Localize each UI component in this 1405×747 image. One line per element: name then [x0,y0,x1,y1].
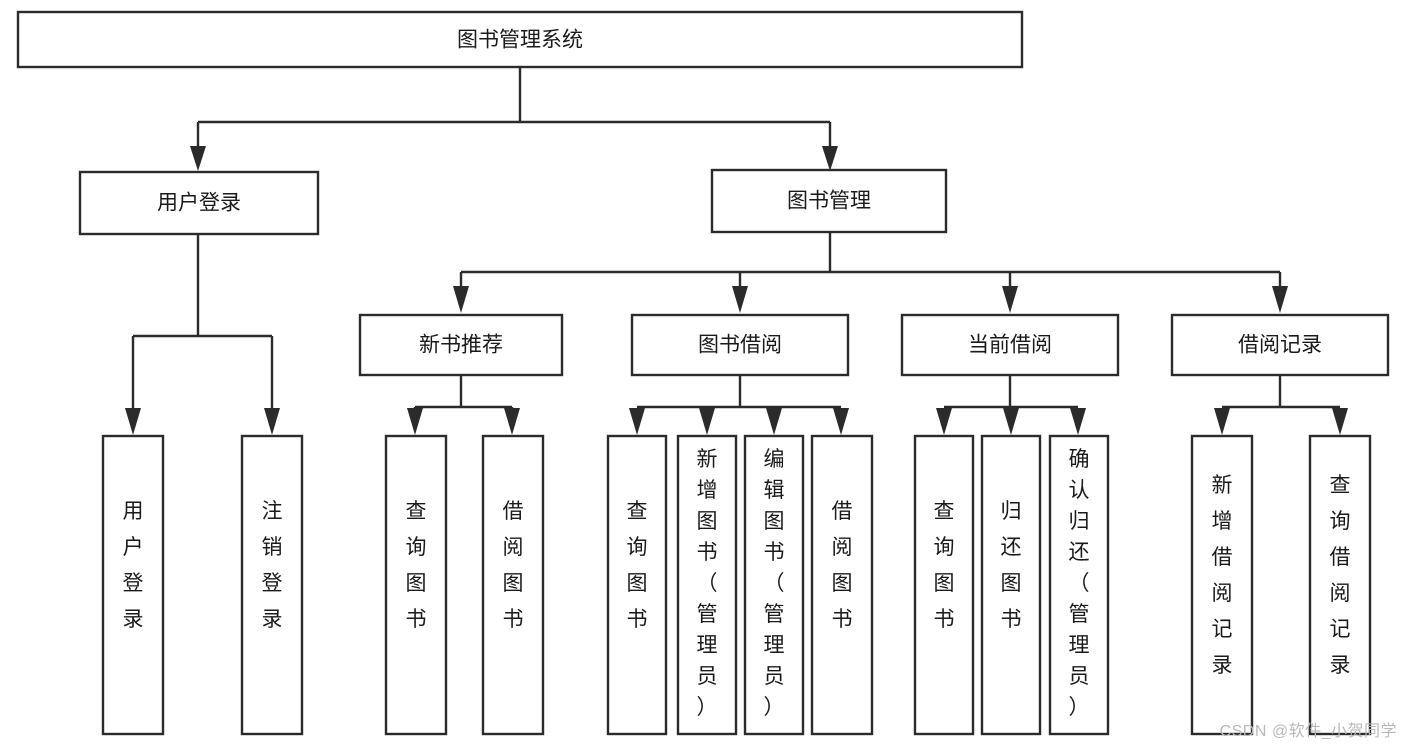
node-borrow-record-box[interactable] [1170,313,1390,377]
node-book-borrow-box[interactable] [630,313,850,377]
arrow-head-current-leaf-1 [936,408,952,435]
leaf-user-login-2[interactable]: 注销登录 [240,434,304,736]
leaf-current-borrow-1-label: 查询图书 [934,500,955,631]
arrow-head-book-manage [822,146,838,171]
leaf-recommend-1-box[interactable] [384,434,448,736]
leaf-user-login-2-label: 注销登录 [262,500,283,631]
leaf-recommend-1-label: 查询图书 [406,500,427,631]
leaf-borrow-record-2-box[interactable] [1308,434,1372,736]
arrow-head-recommend-leaf-2 [504,408,520,435]
leaf-user-login-1-box[interactable] [101,434,165,736]
leaf-borrow-record-1[interactable]: 新增借阅记录 [1190,434,1254,736]
arrow-head-user-login [190,146,206,171]
arrow-head-level3-1 [453,286,469,313]
leaf-book-borrow-1-box[interactable] [606,434,668,736]
leaf-book-borrow-1[interactable]: 查询图书 [606,434,668,736]
node-user-login[interactable]: 用户登录 [78,170,320,236]
arrow-head-current-leaf-2 [1003,408,1019,435]
leaf-user-login-1-label: 用户登录 [123,500,144,631]
leaf-recommend-2-box[interactable] [481,434,545,736]
leaf-user-login-2-box[interactable] [240,434,304,736]
node-new-book-recommend-box[interactable] [358,313,564,377]
node-book-manage-label: 图书管理 [787,190,871,213]
leaf-book-borrow-4-label: 借阅图书 [832,500,853,631]
node-new-book-recommend-label: 新书推荐 [419,334,503,357]
node-root[interactable]: 图书管理系统 [16,10,1024,69]
leaf-current-borrow-2[interactable]: 归还图书 [980,434,1042,736]
node-root-label: 图书管理系统 [457,29,583,52]
leaf-current-borrow-2-box[interactable] [980,434,1042,736]
node-new-book-recommend[interactable]: 新书推荐 [358,313,564,377]
arrow-head-level3-4 [1272,286,1288,313]
leaf-borrow-record-1-label: 新增借阅记录 [1212,474,1233,677]
arrow-head-user-login-leaf-2 [264,408,280,435]
arrow-head-recommend-leaf-1 [407,408,423,435]
leaf-recommend-2[interactable]: 借阅图书 [481,434,545,736]
arrow-head-record-leaf-1 [1214,408,1230,435]
leaf-book-borrow-2-label: 新增图书（管理员） [697,448,718,719]
arrow-head-current-leaf-3 [1070,408,1086,435]
node-book-manage-box[interactable] [710,168,948,234]
node-book-borrow[interactable]: 图书借阅 [630,313,850,377]
node-book-manage[interactable]: 图书管理 [710,168,948,234]
node-borrow-record-label: 借阅记录 [1238,334,1322,357]
leaf-book-borrow-3-box[interactable] [743,434,805,736]
leaf-current-borrow-3[interactable]: 确认归还（管理员） [1048,434,1110,736]
node-root-box[interactable] [16,10,1024,69]
node-borrow-record[interactable]: 借阅记录 [1170,313,1390,377]
arrow-head-level3-2 [732,286,748,313]
arrow-head-borrow-leaf-4 [833,408,849,435]
leaf-borrow-record-2[interactable]: 查询借阅记录 [1308,434,1372,736]
arrow-head-borrow-leaf-1 [629,408,645,435]
leaf-current-borrow-1[interactable]: 查询图书 [913,434,975,736]
leaf-book-borrow-4[interactable]: 借阅图书 [810,434,874,736]
leaf-current-borrow-3-box[interactable] [1048,434,1110,736]
arrow-head-borrow-leaf-2 [699,408,715,435]
node-user-login-box[interactable] [78,170,320,236]
arrow-head-record-leaf-2 [1332,408,1348,435]
leaf-book-borrow-2[interactable]: 新增图书（管理员） [676,434,738,736]
leaf-book-borrow-3-label: 编辑图书（管理员） [764,448,785,719]
leaf-book-borrow-1-label: 查询图书 [627,500,648,631]
leaf-borrow-record-1-box[interactable] [1190,434,1254,736]
connectors-layer [125,67,1348,435]
arrow-head-borrow-leaf-3 [766,408,782,435]
leaf-borrow-record-2-label: 查询借阅记录 [1330,474,1351,677]
arrow-head-user-login-leaf-1 [125,408,141,435]
node-current-borrow-label: 当前借阅 [968,334,1052,357]
node-current-borrow[interactable]: 当前借阅 [900,313,1120,377]
leaf-current-borrow-1-box[interactable] [913,434,975,736]
node-current-borrow-box[interactable] [900,313,1120,377]
leaf-user-login-1[interactable]: 用户登录 [101,434,165,736]
leaf-current-borrow-3-label: 确认归还（管理员） [1069,448,1090,719]
leaf-recommend-1[interactable]: 查询图书 [384,434,448,736]
leaf-book-borrow-4-box[interactable] [810,434,874,736]
leaf-recommend-2-label: 借阅图书 [503,500,524,631]
leaf-current-borrow-2-label: 归还图书 [1001,500,1022,631]
leaf-book-borrow-2-box[interactable] [676,434,738,736]
leaf-book-borrow-3[interactable]: 编辑图书（管理员） [743,434,805,736]
node-user-login-label: 用户登录 [157,192,241,215]
arrow-head-level3-3 [1002,286,1018,313]
node-book-borrow-label: 图书借阅 [698,334,782,357]
